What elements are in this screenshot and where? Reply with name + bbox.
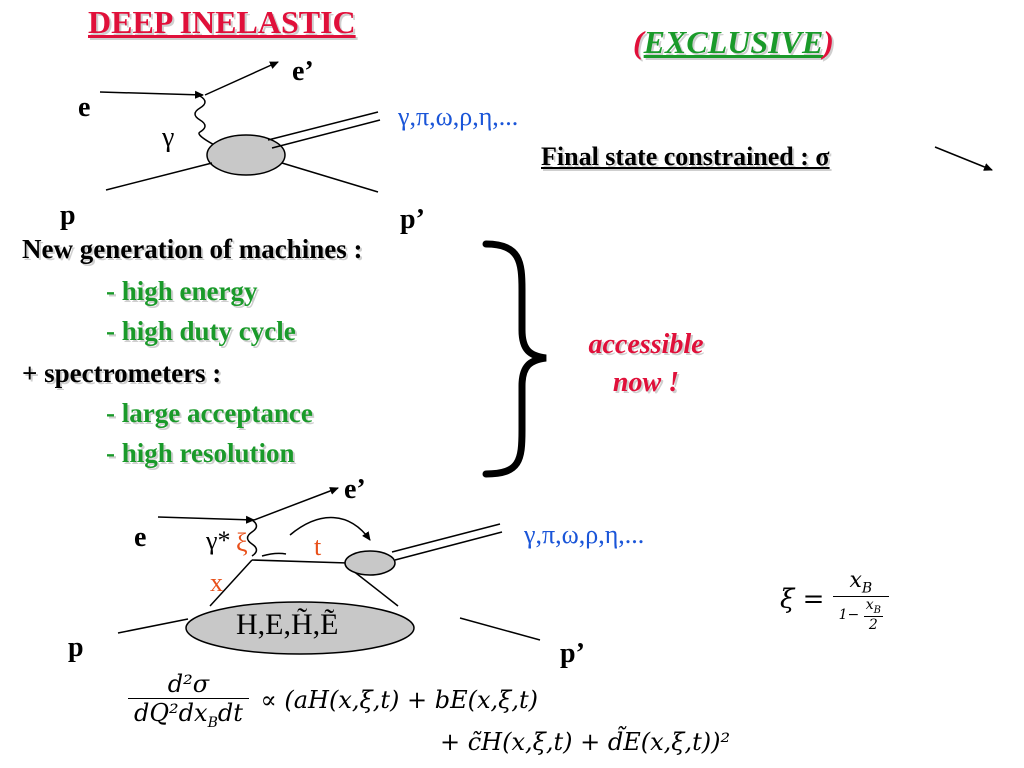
machines-item-high-energy: - high energy bbox=[106, 276, 258, 306]
diagram2-t-arrow bbox=[289, 516, 371, 541]
diagram2-x-label: x bbox=[210, 568, 223, 597]
exclusive-word: EXCLUSIVE bbox=[643, 24, 824, 60]
cross-section-line1: ∝ (aH(x,ξ,t) + bE(x,ξ,t) bbox=[260, 686, 539, 715]
xi-formula-lhs: ξ = bbox=[780, 584, 825, 615]
diagram2-product-line-a bbox=[391, 523, 501, 553]
diagram2-lines bbox=[117, 487, 541, 655]
cross-section-line2: + c̃H(x,ξ,t) + d̃E(x,ξ,t))² bbox=[440, 728, 731, 756]
diagram1-electron-out-line bbox=[204, 61, 279, 96]
final-state-arrow bbox=[934, 146, 993, 171]
accessible-line2: now ! bbox=[612, 367, 680, 398]
diagram1-proton-in-label: p bbox=[60, 200, 76, 231]
diagram1-products-label: γ,π,ω,ρ,η,... bbox=[398, 102, 519, 131]
machines-item-duty-cycle: - high duty cycle bbox=[106, 316, 296, 346]
diagram2-quark-right-line bbox=[351, 569, 399, 607]
xi-formula: ξ = xB 1− xB 2 bbox=[780, 568, 889, 633]
diagram1-product-line-a bbox=[267, 111, 379, 141]
diagram2-small-blob bbox=[344, 550, 396, 576]
diagram2-xi-tick bbox=[261, 552, 287, 557]
xi-num-sub: B bbox=[861, 580, 873, 597]
cross-section-denominator: dQ²dxBdt bbox=[128, 699, 249, 731]
cross-section-den-main: dQ²dx bbox=[134, 699, 208, 727]
gpd-label: H,E,H̃,Ẽ bbox=[236, 608, 339, 641]
xi-den-sub: B bbox=[873, 605, 881, 617]
xi-den-denominator: 2 bbox=[868, 617, 878, 634]
diagram2-electron-out-label: e’ bbox=[344, 474, 366, 505]
diagram1-product-line-b bbox=[271, 119, 381, 149]
diagram2-t-label: t bbox=[314, 532, 322, 561]
spectrometers-heading: + spectrometers : bbox=[22, 358, 222, 388]
diagram2-proton-out-label: p’ bbox=[560, 638, 585, 669]
diagram1-proton-in-line bbox=[105, 162, 213, 191]
diagram2-products-label: γ,π,ω,ρ,η,... bbox=[524, 520, 645, 549]
exclusive-label: (EXCLUSIVE) bbox=[633, 24, 834, 61]
machines-item-acceptance: - large acceptance bbox=[106, 398, 313, 428]
cross-section-den-sub: B bbox=[207, 714, 218, 731]
xi-den-fraction: xB 2 bbox=[863, 597, 883, 634]
diagram2-photon-wave bbox=[246, 519, 258, 557]
diagram2-product-line-b bbox=[394, 531, 503, 561]
cross-section-den-tail: dt bbox=[217, 699, 243, 727]
diagram1-proton-out-label: p’ bbox=[400, 204, 425, 235]
cross-section-fraction: d²σ dQ²dxBdt bbox=[128, 670, 249, 731]
diagram2-quark-left-line bbox=[209, 559, 253, 607]
cross-section-numerator: d²σ bbox=[128, 670, 249, 699]
diagram2-proton-in-line bbox=[117, 618, 189, 634]
diagram2-proton-in-label: p bbox=[68, 632, 84, 663]
diagram2-proton-out-line bbox=[459, 617, 541, 641]
accessible-line1: accessible bbox=[588, 329, 704, 360]
diagram1-electron-in-line bbox=[99, 90, 204, 99]
exclusive-close-paren: ) bbox=[823, 24, 834, 60]
diagram2-quark-top-line bbox=[251, 559, 349, 564]
diagram2-electron-out-line bbox=[253, 487, 339, 521]
diagram2-photon-label: γ* bbox=[206, 526, 231, 555]
machines-item-resolution: - high resolution bbox=[106, 438, 295, 468]
diagram1-lines bbox=[99, 61, 381, 193]
diagram1-photon-wave bbox=[194, 95, 225, 151]
accessible-now-text: accessible now ! bbox=[566, 326, 726, 402]
xi-den-numerator: xB bbox=[863, 597, 883, 618]
final-state-text: Final state constrained : σ bbox=[541, 142, 830, 171]
cross-section-formula: d²σ dQ²dxBdt ∝ (aH(x,ξ,t) + bE(x,ξ,t) bbox=[128, 670, 538, 731]
exclusive-open-paren: ( bbox=[633, 24, 644, 60]
diagram1-photon-label: γ bbox=[162, 122, 175, 153]
diagram2-electron-in-label: e bbox=[134, 522, 147, 553]
diagram1-electron-out-label: e’ bbox=[292, 56, 314, 87]
diagram1-proton-out-line bbox=[281, 162, 379, 193]
xi-formula-numerator: xB bbox=[832, 568, 889, 598]
diagram2-gpd-blob bbox=[185, 601, 415, 655]
diagram1-blob bbox=[206, 134, 286, 176]
xi-formula-fraction: xB 1− xB 2 bbox=[832, 568, 889, 633]
xi-den-prefix: 1− bbox=[838, 607, 860, 624]
curly-brace bbox=[482, 240, 547, 478]
xi-num-x: x bbox=[849, 568, 862, 593]
xi-den-x: x bbox=[865, 597, 874, 614]
xi-formula-denominator: 1− xB 2 bbox=[833, 597, 889, 633]
machines-heading: New generation of machines : bbox=[22, 234, 363, 264]
diagram2-electron-in-line bbox=[157, 515, 255, 524]
diagram2-xi-label: ξ bbox=[236, 528, 248, 557]
page-title: DEEP INELASTIC bbox=[88, 4, 356, 40]
diagram1-electron-in-label: e bbox=[78, 92, 91, 123]
